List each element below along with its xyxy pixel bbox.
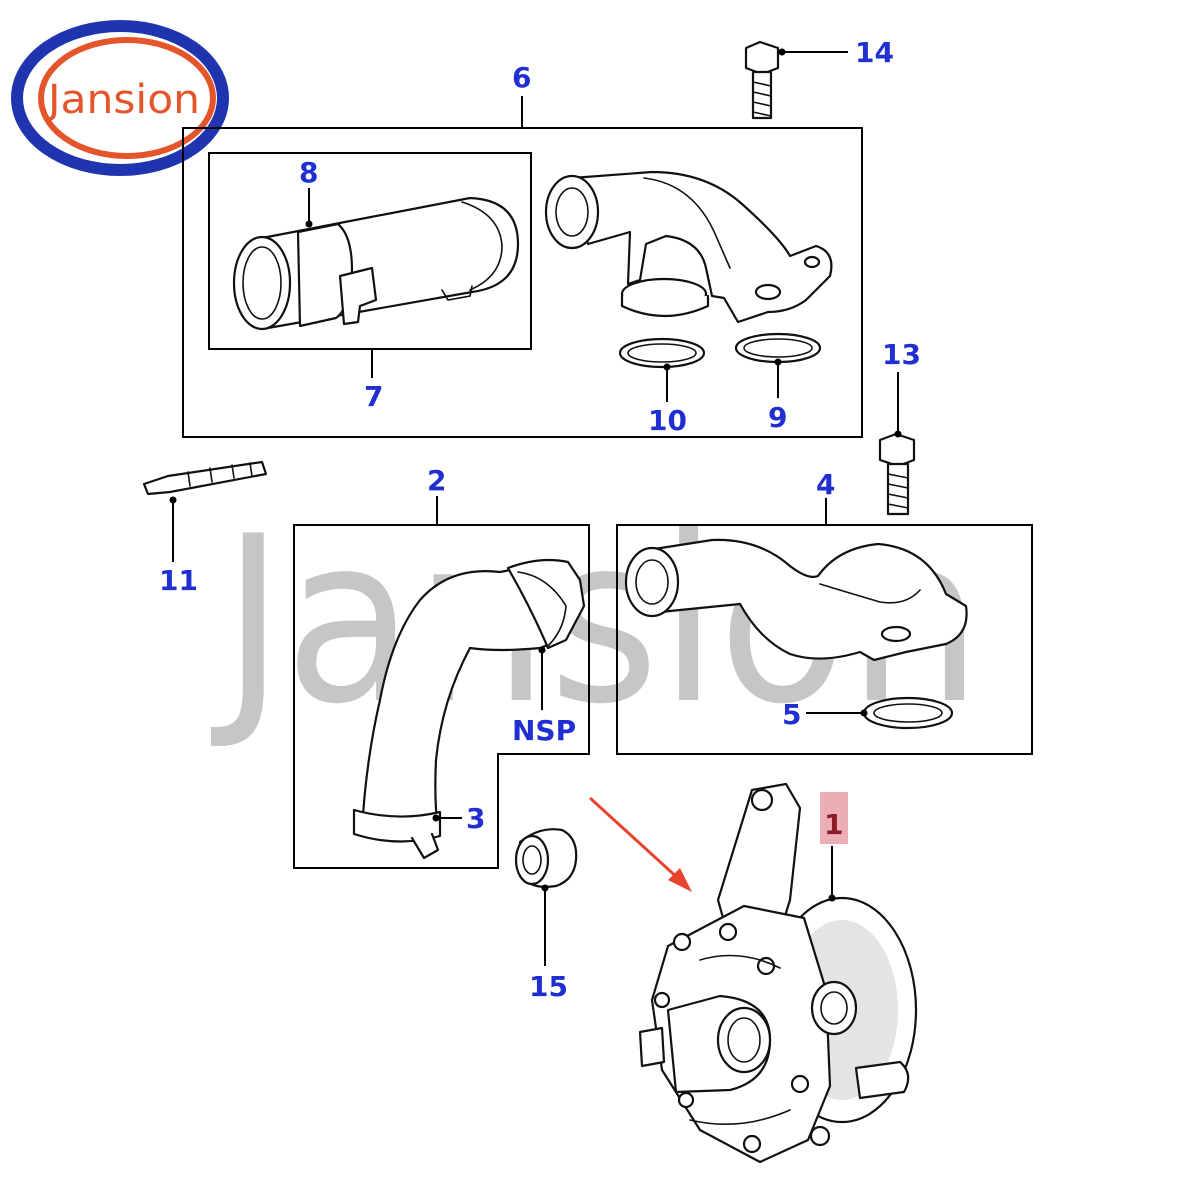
- leader-dot-10: [663, 363, 671, 371]
- label-3: 3: [466, 802, 485, 835]
- leader-dot-5: [860, 709, 868, 717]
- label-6: 6: [512, 61, 531, 94]
- bolt-14: [744, 40, 780, 120]
- elbow-pipe: [544, 170, 833, 324]
- highlight-box-1: [820, 792, 848, 844]
- label-13: 13: [882, 338, 921, 371]
- gasket-5: [862, 696, 954, 730]
- leader-dot-13: [894, 430, 902, 438]
- leader-dot-14: [778, 48, 786, 56]
- label-5: 5: [782, 698, 801, 731]
- leader-dot-8: [305, 220, 313, 228]
- label-4: 4: [816, 468, 835, 501]
- label-10: 10: [648, 404, 687, 437]
- label-9: 9: [768, 401, 787, 434]
- leader-dot-11: [169, 496, 177, 504]
- group-box-7: [208, 152, 532, 350]
- logo-text: Jansion: [45, 77, 200, 123]
- label-11: 11: [159, 564, 198, 597]
- label-14: 14: [855, 36, 894, 69]
- leader-dot-3: [432, 814, 440, 822]
- logo-outer-ring: [11, 20, 229, 176]
- leader-dot-nsp: [538, 646, 546, 654]
- grommet-15: [514, 828, 578, 888]
- group-box-2: [293, 524, 590, 869]
- leader-dot-1: [828, 894, 836, 902]
- leader-dot-9: [774, 358, 782, 366]
- water-pump: [638, 782, 918, 1164]
- s-pipe: [624, 538, 968, 662]
- pointer-arrow: [588, 796, 692, 892]
- curved-hose: [352, 558, 586, 860]
- brand-logo: Jansion: [11, 20, 229, 176]
- stud-11: [142, 460, 268, 496]
- label-15: 15: [529, 970, 568, 1003]
- label-8: 8: [299, 156, 318, 189]
- label-1: 1: [824, 808, 843, 841]
- group-box-4: [616, 524, 1033, 755]
- leader-dot-15: [541, 884, 549, 892]
- label-2: 2: [427, 464, 446, 497]
- connector-tube: [232, 196, 520, 331]
- bolt-13: [878, 432, 916, 516]
- logo-inner-ring: [38, 37, 216, 159]
- label-nsp: NSP: [512, 714, 576, 747]
- label-7: 7: [364, 380, 383, 413]
